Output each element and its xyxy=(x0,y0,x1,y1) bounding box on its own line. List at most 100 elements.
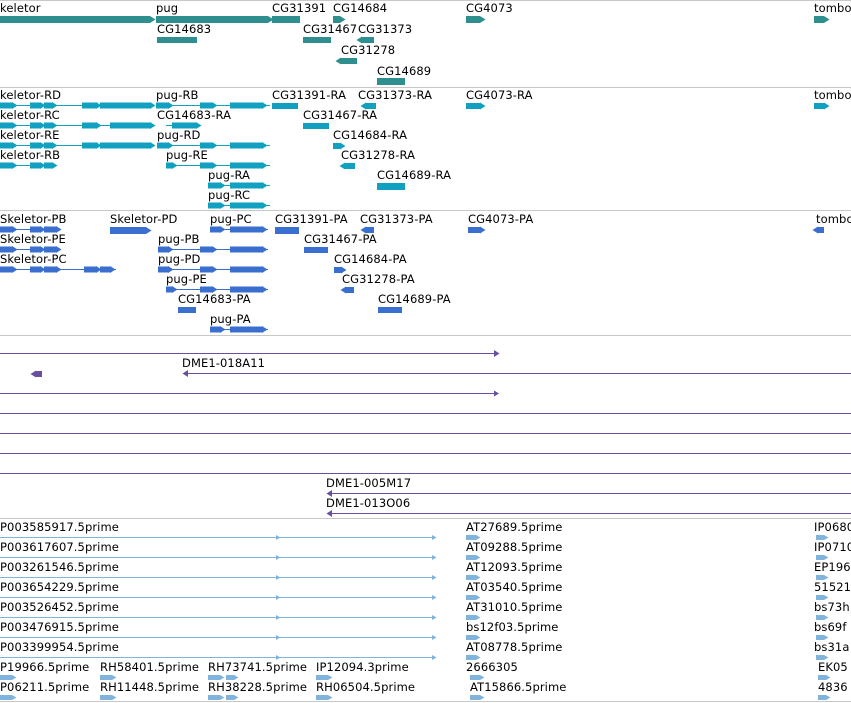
protein-pug-pa-arrow[interactable] xyxy=(220,326,226,333)
est-arrow[interactable] xyxy=(476,655,481,660)
est-label-at15866[interactable]: AT15866.5prime xyxy=(470,680,567,694)
strand-arrow[interactable] xyxy=(480,102,486,110)
mrna-label-pug-rb[interactable]: pug-RB xyxy=(156,88,199,102)
clone-arrow[interactable] xyxy=(326,510,333,517)
protein-skeletor-pc-exon[interactable] xyxy=(84,266,96,273)
mrna-label-cg14683-ra[interactable]: CG14683-RA xyxy=(157,108,232,122)
protein-label-cg14689-pa[interactable]: CG14689-PA xyxy=(378,292,451,306)
protein-label-pug-pe[interactable]: pug-PE xyxy=(166,272,207,286)
mrna-pug-re-arrow[interactable] xyxy=(172,162,178,169)
est-label-rh06504[interactable]: RH06504.5prime xyxy=(316,680,416,694)
mrna-pug-ra-arrow[interactable] xyxy=(220,182,226,189)
strand-arrow[interactable] xyxy=(341,266,347,274)
protein-cg14689-pa[interactable] xyxy=(378,307,402,313)
est-arrow[interactable] xyxy=(432,555,437,560)
est-block[interactable] xyxy=(818,675,826,680)
mrna-skeletor-rd-arrow[interactable] xyxy=(52,102,58,109)
protein-label-pug-pa[interactable]: pug-PA xyxy=(210,312,251,326)
est-label-bs69f[interactable]: bs69f xyxy=(814,620,847,634)
est-arrow[interactable] xyxy=(328,675,333,680)
gene-cg31391[interactable] xyxy=(272,16,300,23)
est-label-rh11448[interactable]: RH11448.5prime xyxy=(100,680,200,694)
protein-label-skeletor-pe[interactable]: Skeletor-PE xyxy=(0,232,66,246)
est-arrow[interactable] xyxy=(432,535,437,540)
protein-pug-pc-arrow[interactable] xyxy=(262,226,268,233)
est-label-ip12094[interactable]: IP12094.3prime xyxy=(316,660,409,674)
clone-arrow[interactable] xyxy=(326,490,333,497)
est-block[interactable] xyxy=(466,635,476,640)
mrna-skeletor-rd-arrow[interactable] xyxy=(96,102,102,109)
est-arrow[interactable] xyxy=(826,675,831,680)
mrna-skeletor-re-exon[interactable] xyxy=(44,142,52,149)
mrna-pug-re-exon[interactable] xyxy=(230,162,262,169)
est-arrow[interactable] xyxy=(476,575,481,580)
mrna-pug-rd-exon[interactable] xyxy=(230,142,262,149)
mrna-pug-rb-exon[interactable] xyxy=(200,102,212,109)
protein-pug-pe-arrow[interactable] xyxy=(262,286,268,293)
mrna-pug-rc-arrow[interactable] xyxy=(262,202,268,209)
protein-skeletor-pb-exon[interactable] xyxy=(30,226,40,233)
est-arrow[interactable] xyxy=(824,575,829,580)
mrna-pug-rd-exon[interactable] xyxy=(200,142,212,149)
protein-pug-pb-exon[interactable] xyxy=(200,246,212,253)
mrna-pug-rd-arrow[interactable] xyxy=(262,142,268,149)
clone-arrow[interactable] xyxy=(30,370,37,378)
strand-arrow[interactable] xyxy=(339,162,346,170)
mrna-pug-re-exon[interactable] xyxy=(200,162,212,169)
strand-arrow[interactable] xyxy=(340,16,346,23)
protein-cg31373-pa[interactable] xyxy=(366,227,374,233)
est-block[interactable] xyxy=(0,675,12,680)
protein-cg14683-pa[interactable] xyxy=(178,307,196,313)
mrna-cg31373-ra[interactable] xyxy=(366,103,376,109)
gene-cg31373[interactable] xyxy=(362,37,374,43)
mrna-label-cg31467-ra[interactable]: CG31467-RA xyxy=(303,108,378,122)
mrna-tombo[interactable] xyxy=(814,103,824,109)
mrna-skeletor-rc-exon[interactable] xyxy=(30,122,40,129)
est-arrow[interactable] xyxy=(112,675,117,680)
gene-pug[interactable] xyxy=(156,16,268,23)
est-block[interactable] xyxy=(226,675,234,680)
est-arrow[interactable] xyxy=(234,675,239,680)
est-label-bs12f03[interactable]: bs12f03.5prime xyxy=(466,620,559,634)
protein-skeletor-pd[interactable] xyxy=(110,227,146,234)
est-label-at12093[interactable]: AT12093.5prime xyxy=(466,560,563,574)
protein-skeletor-pc-exon[interactable] xyxy=(0,266,12,273)
protein-skeletor-pc-exon[interactable] xyxy=(100,266,110,273)
protein-skeletor-pb-arrow[interactable] xyxy=(12,226,18,233)
est-label-p003617607[interactable]: P003617607.5prime xyxy=(0,540,119,554)
est-label-ek05[interactable]: EK05 xyxy=(818,660,848,674)
gene-label-cg14684[interactable]: CG14684 xyxy=(333,1,388,15)
mrna-label-cg31391-ra[interactable]: CG31391-RA xyxy=(272,88,347,102)
mrna-skeletor-rb-exon[interactable] xyxy=(44,162,52,169)
protein-pug-pa-exon[interactable] xyxy=(210,326,220,333)
est-arrow[interactable] xyxy=(476,615,481,620)
est-label-p003585917[interactable]: P003585917.5prime xyxy=(0,520,119,534)
mrna-skeletor-rb-exon[interactable] xyxy=(30,162,40,169)
protein-tombo[interactable] xyxy=(818,227,824,233)
gene-label-cg14683[interactable]: CG14683 xyxy=(157,22,212,36)
mrna-skeletor-rd-arrow[interactable] xyxy=(150,102,156,109)
gene-cg31278[interactable] xyxy=(341,58,357,64)
mrna-skeletor-rd-exon[interactable] xyxy=(100,102,150,109)
protein-skeletor-pb-arrow[interactable] xyxy=(56,226,62,233)
est-block[interactable] xyxy=(316,675,328,680)
protein-skeletor-pe-exon[interactable] xyxy=(44,246,56,253)
est-block[interactable] xyxy=(466,535,476,540)
mrna-label-pug-re[interactable]: pug-RE xyxy=(166,148,208,162)
gene-label-cg14689[interactable]: CG14689 xyxy=(377,64,432,78)
est-label-rh38228[interactable]: RH38228.5prime xyxy=(208,680,308,694)
mrna-label-pug-ra[interactable]: pug-RA xyxy=(208,168,251,182)
clone-label-dme1-005m17[interactable]: DME1-005M17 xyxy=(326,476,412,490)
mrna-label-cg14689-ra[interactable]: CG14689-RA xyxy=(377,168,452,182)
protein-skeletor-pc-exon[interactable] xyxy=(30,266,40,273)
est-block[interactable] xyxy=(0,695,12,700)
est-block[interactable] xyxy=(816,635,824,640)
est-arrow[interactable] xyxy=(480,695,485,700)
mrna-label-tombo[interactable]: tombo xyxy=(814,88,851,102)
protein-pug-pe-arrow[interactable] xyxy=(172,286,178,293)
gene-label-tombo[interactable]: tombo xyxy=(814,1,851,15)
mrna-skeletor-re-exon[interactable] xyxy=(30,142,40,149)
protein-skeletor-pc-arrow[interactable] xyxy=(12,266,18,273)
est-arrow[interactable] xyxy=(276,535,281,540)
est-label-p003261546[interactable]: P003261546.5prime xyxy=(0,560,119,574)
